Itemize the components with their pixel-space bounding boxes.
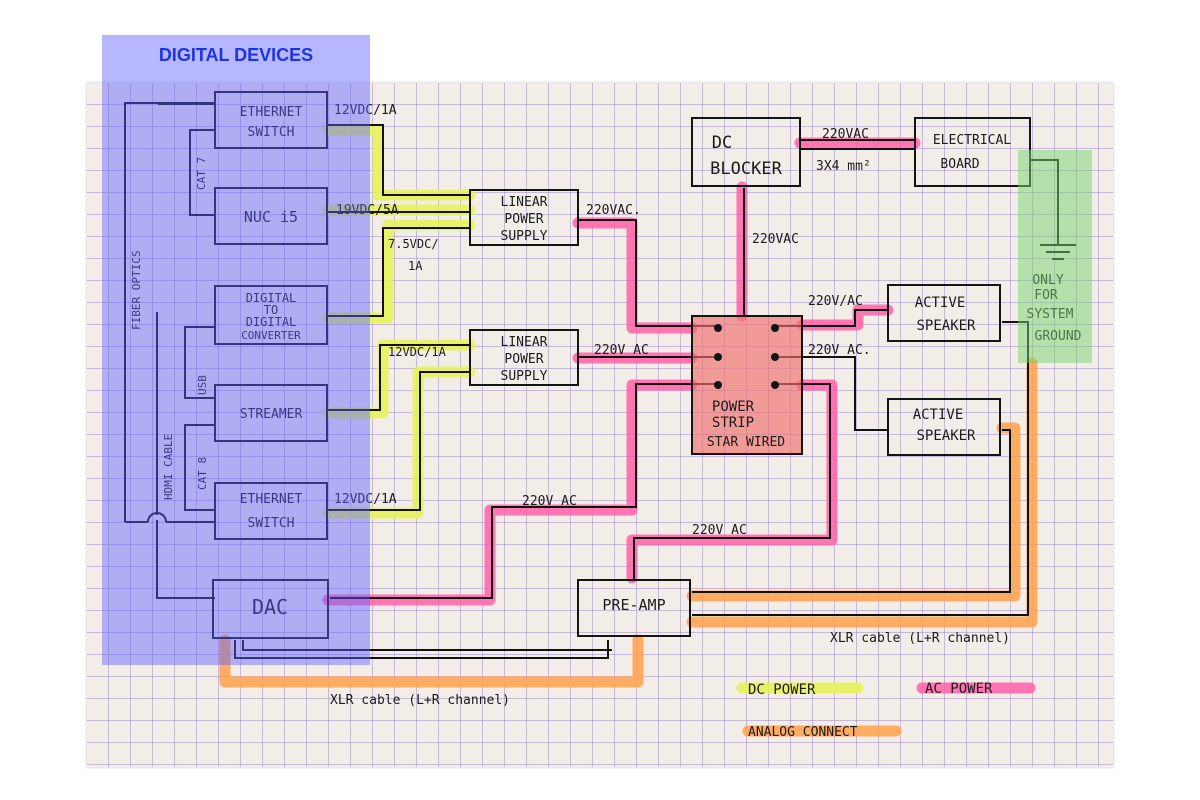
svg-text:SWITCH: SWITCH — [248, 516, 295, 531]
label-fiber: FIBER OPTICS — [130, 251, 143, 330]
active-speaker-bottom-label: ACTIVE — [913, 407, 964, 423]
electrical-board-label: ELECTRICAL — [933, 133, 1011, 148]
power-strip-label: POWER — [712, 399, 755, 415]
svg-text:CONVERTER: CONVERTER — [241, 329, 301, 342]
lps-top-label: LINEAR — [501, 195, 548, 210]
label-cable-size: 3X4 mm² — [816, 159, 871, 174]
legend-analog: ANALOG CONNECT — [748, 725, 858, 740]
label-xlr-bottom: XLR cable (L+R channel) — [330, 693, 510, 708]
svg-text:BLOCKER: BLOCKER — [710, 159, 782, 179]
boxes — [212, 91, 1031, 639]
svg-text:STRIP: STRIP — [712, 415, 754, 431]
system-ground-overlay — [1018, 150, 1092, 363]
legend-ac-power: AC POWER — [925, 681, 993, 697]
digital-devices-title: DIGITAL DEVICES — [158, 45, 314, 65]
digital-devices-overlay — [102, 35, 370, 665]
svg-text:TO: TO — [264, 303, 278, 317]
label-12v-bottom: 12VDC/1A — [334, 492, 397, 507]
dac-label: DAC — [252, 595, 288, 619]
label-cat8: CAT 8 — [196, 457, 209, 490]
label-ac-preamp: 220V AC — [692, 523, 747, 538]
svg-text:POWER: POWER — [504, 352, 543, 367]
label-ac-lps-top: 220VAC. — [586, 203, 641, 218]
label-ac-lps-bottom: 220V AC — [594, 343, 649, 358]
svg-text:SWITCH: SWITCH — [248, 125, 295, 140]
svg-text:STAR WIRED: STAR WIRED — [707, 435, 785, 450]
dc-blocker-label: DC — [712, 133, 732, 153]
ethernet-switch-bottom-label: ETHERNET — [240, 492, 303, 507]
label-hdmi: HDMI CABLE — [162, 434, 175, 500]
svg-text:DIGITAL: DIGITAL — [246, 315, 297, 329]
ddc-label: DIGITAL — [246, 291, 297, 305]
label-ac-speaker-bottom: 220V AC. — [808, 343, 871, 358]
legend-dc-power: DC POWER — [748, 682, 816, 698]
svg-text:SUPPLY: SUPPLY — [501, 369, 548, 384]
label-usb: USB — [196, 375, 209, 395]
graph-paper — [87, 83, 1113, 767]
label-cat7: CAT 7 — [195, 157, 208, 190]
label-ac-blocker-board: 220VAC — [822, 127, 869, 142]
label-xlr-right: XLR cable (L+R channel) — [830, 631, 1010, 646]
wire-labels: 12VDC/1A 19VDC/5A 7.5VDC/ 1A 12VDC/1A 12… — [130, 103, 1010, 708]
svg-text:1A: 1A — [408, 259, 423, 273]
label-ac-dac: 220V AC — [522, 494, 577, 509]
label-ac-blocker-strip: 220VAC — [752, 232, 799, 247]
svg-text:SPEAKER: SPEAKER — [916, 318, 976, 334]
wires — [124, 102, 1076, 659]
preamp-label: PRE-AMP — [602, 596, 665, 614]
svg-text:SUPPLY: SUPPLY — [501, 229, 548, 244]
streamer-label: STREAMER — [240, 407, 303, 422]
svg-text:SPEAKER: SPEAKER — [916, 428, 976, 444]
label-ac-speaker-top: 220V/AC — [808, 294, 863, 309]
label-75v: 7.5VDC/ — [388, 237, 439, 251]
analog-highlights — [219, 357, 1038, 737]
label-12v-mid: 12VDC/1A — [388, 345, 447, 359]
svg-text:BOARD: BOARD — [940, 157, 979, 172]
legend: DC POWER AC POWER ANALOG CONNECT — [748, 681, 993, 740]
svg-text:POWER: POWER — [504, 212, 543, 227]
lps-bottom-label: LINEAR — [501, 335, 548, 350]
ethernet-switch-top-label: ETHERNET — [240, 105, 303, 120]
active-speaker-top-label: ACTIVE — [915, 295, 966, 311]
label-19v: 19VDC/5A — [336, 203, 399, 218]
label-12v-top: 12VDC/1A — [334, 103, 397, 118]
nuc-label: NUC i5 — [244, 208, 298, 226]
